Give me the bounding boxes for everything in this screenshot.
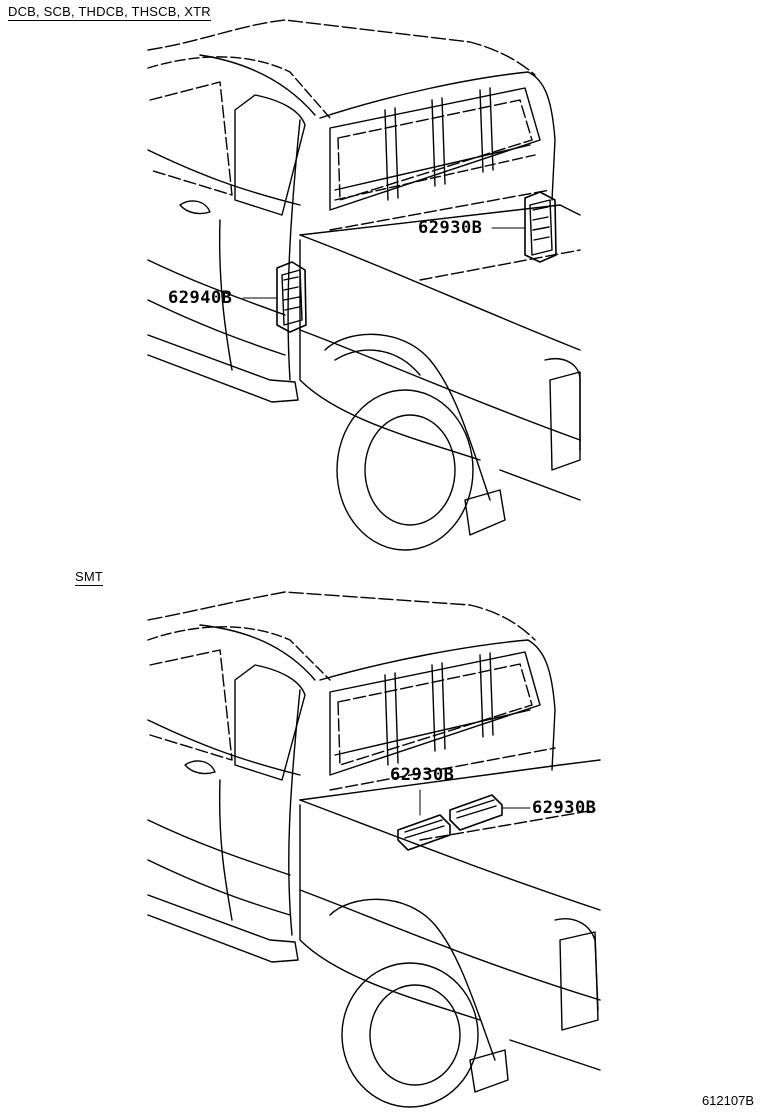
rear-window-rail-2 bbox=[334, 154, 536, 201]
part-62940b-top bbox=[276, 261, 307, 333]
roof-outline bbox=[147, 19, 536, 76]
roof-front-edge bbox=[199, 54, 316, 116]
rear-tire bbox=[336, 389, 474, 551]
top-view-caption-text: DCB, SCB, THDCB, THSCB, XTR bbox=[8, 4, 211, 19]
part-62930b-top bbox=[524, 191, 557, 263]
roof-edge bbox=[147, 626, 331, 681]
rear-window-outer bbox=[329, 87, 541, 211]
body-crease-3 bbox=[147, 859, 291, 916]
cab-back-outline bbox=[319, 71, 556, 201]
body-crease-1 bbox=[147, 719, 301, 776]
part-62930b-bottom-left bbox=[397, 814, 451, 851]
rear-rim bbox=[364, 414, 456, 526]
rear-window-bar-1 bbox=[384, 674, 389, 766]
door-front-edge bbox=[218, 779, 233, 921]
mud-flap bbox=[469, 1049, 509, 1093]
bed-inner-rail bbox=[329, 747, 556, 791]
body-crease-3 bbox=[147, 299, 286, 356]
side-window-front bbox=[149, 81, 233, 196]
wheel-arch bbox=[329, 898, 496, 1061]
top-truck-illustration bbox=[147, 19, 581, 551]
bed-side-face bbox=[299, 804, 481, 1021]
door-front-edge bbox=[218, 219, 233, 371]
caption-underline bbox=[75, 585, 104, 586]
bottom-view-caption-text: SMT bbox=[75, 569, 104, 584]
part-62930b-bottom-right bbox=[449, 794, 503, 831]
roof-outline bbox=[147, 591, 536, 641]
bumper-step bbox=[499, 469, 581, 501]
body-crease-2 bbox=[147, 819, 291, 876]
side-window bbox=[234, 94, 306, 216]
door-rear-edge bbox=[287, 119, 301, 381]
rear-window-rail bbox=[334, 709, 531, 756]
bed-side-top bbox=[299, 234, 581, 351]
rear-window-bar-4 bbox=[441, 97, 446, 185]
door-rear-edge bbox=[288, 689, 301, 936]
wheel-arch-inner bbox=[334, 349, 421, 376]
rear-window-bar-5 bbox=[479, 654, 484, 738]
roof-edge bbox=[147, 56, 331, 119]
tail-light bbox=[559, 931, 599, 1031]
rear-window-inner bbox=[337, 99, 533, 201]
rear-window-bar-2 bbox=[394, 107, 399, 199]
bed-front-top bbox=[299, 204, 581, 236]
rear-tire bbox=[341, 962, 479, 1108]
diagram-id: 612107B bbox=[701, 1093, 754, 1108]
rear-window-bar-6 bbox=[489, 652, 494, 736]
rocker-panel bbox=[147, 334, 299, 403]
rear-window-inner bbox=[337, 663, 533, 766]
bottom-truck-illustration bbox=[147, 591, 601, 1108]
bottom-view-caption: SMT bbox=[75, 569, 104, 586]
bed-floor bbox=[419, 809, 596, 841]
rocker-panel bbox=[147, 894, 299, 963]
rear-window-bar-5 bbox=[479, 89, 484, 173]
tail-light bbox=[549, 371, 581, 471]
rear-window-bar-6 bbox=[489, 87, 494, 171]
body-crease-2 bbox=[147, 259, 286, 316]
top-view-caption: DCB, SCB, THDCB, THSCB, XTR bbox=[8, 4, 211, 21]
bed-lower-edge bbox=[299, 889, 601, 1001]
bed-floor bbox=[419, 249, 581, 281]
rear-window-bar-2 bbox=[394, 672, 399, 764]
part-label-62930b-top: 62930B bbox=[418, 218, 483, 238]
part-label-62940b-top: 62940B bbox=[168, 288, 233, 308]
body-crease-1 bbox=[147, 149, 301, 206]
mud-flap bbox=[464, 489, 506, 536]
bed-front-top bbox=[299, 759, 601, 801]
cab-back-outline bbox=[319, 639, 556, 771]
rear-window-bar-3 bbox=[431, 664, 436, 752]
bed-inner-rail bbox=[329, 189, 551, 231]
door-handle bbox=[184, 760, 216, 775]
door-handle bbox=[179, 200, 211, 215]
side-window bbox=[234, 664, 306, 781]
roof-front-edge bbox=[199, 624, 316, 681]
part-label-62930b-bottom-right: 62930B bbox=[532, 798, 597, 818]
bed-side-top bbox=[299, 799, 601, 911]
bed-side-face bbox=[299, 239, 481, 461]
bumper-step bbox=[509, 1039, 601, 1071]
caption-underline bbox=[8, 20, 211, 21]
bed-lower-edge bbox=[299, 329, 581, 441]
wheel-arch bbox=[324, 333, 491, 501]
rear-window-bar-4 bbox=[441, 662, 446, 750]
rear-window-bar-3 bbox=[431, 99, 436, 187]
side-window-front bbox=[149, 649, 233, 761]
rear-window-outer bbox=[329, 651, 541, 776]
part-label-62930b-bottom-left: 62930B bbox=[390, 765, 455, 785]
rear-rim bbox=[369, 984, 461, 1086]
rear-window-rail bbox=[334, 144, 531, 191]
rear-window-bar-1 bbox=[384, 109, 389, 201]
